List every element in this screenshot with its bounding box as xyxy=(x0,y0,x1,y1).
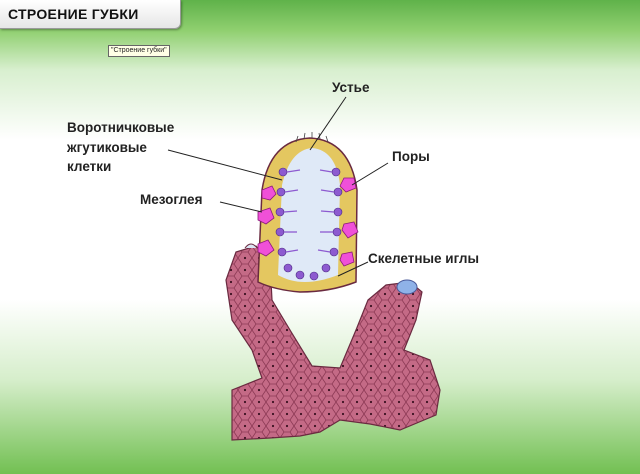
label-mesoglea: Мезоглея xyxy=(140,192,203,207)
label-collar-cells-1: Воротничковые xyxy=(67,120,175,135)
collar-cells xyxy=(275,167,343,281)
label-spicules: Скелетные иглы xyxy=(368,251,479,266)
label-pores: Поры xyxy=(392,149,430,164)
sponge-section xyxy=(257,132,359,293)
title-bar: СТРОЕНИЕ ГУБКИ xyxy=(0,0,181,29)
label-osculum: Устье xyxy=(332,80,370,95)
label-collar-cells-2: жгутиковые xyxy=(67,140,147,155)
sponge-body xyxy=(225,243,441,441)
page-title: СТРОЕНИЕ ГУБКИ xyxy=(8,6,139,22)
label-collar-cells-3: клетки xyxy=(67,159,112,174)
small-osculum xyxy=(396,279,418,295)
leader-lines xyxy=(167,96,389,277)
tooltip: "Строение губки" xyxy=(108,45,170,57)
